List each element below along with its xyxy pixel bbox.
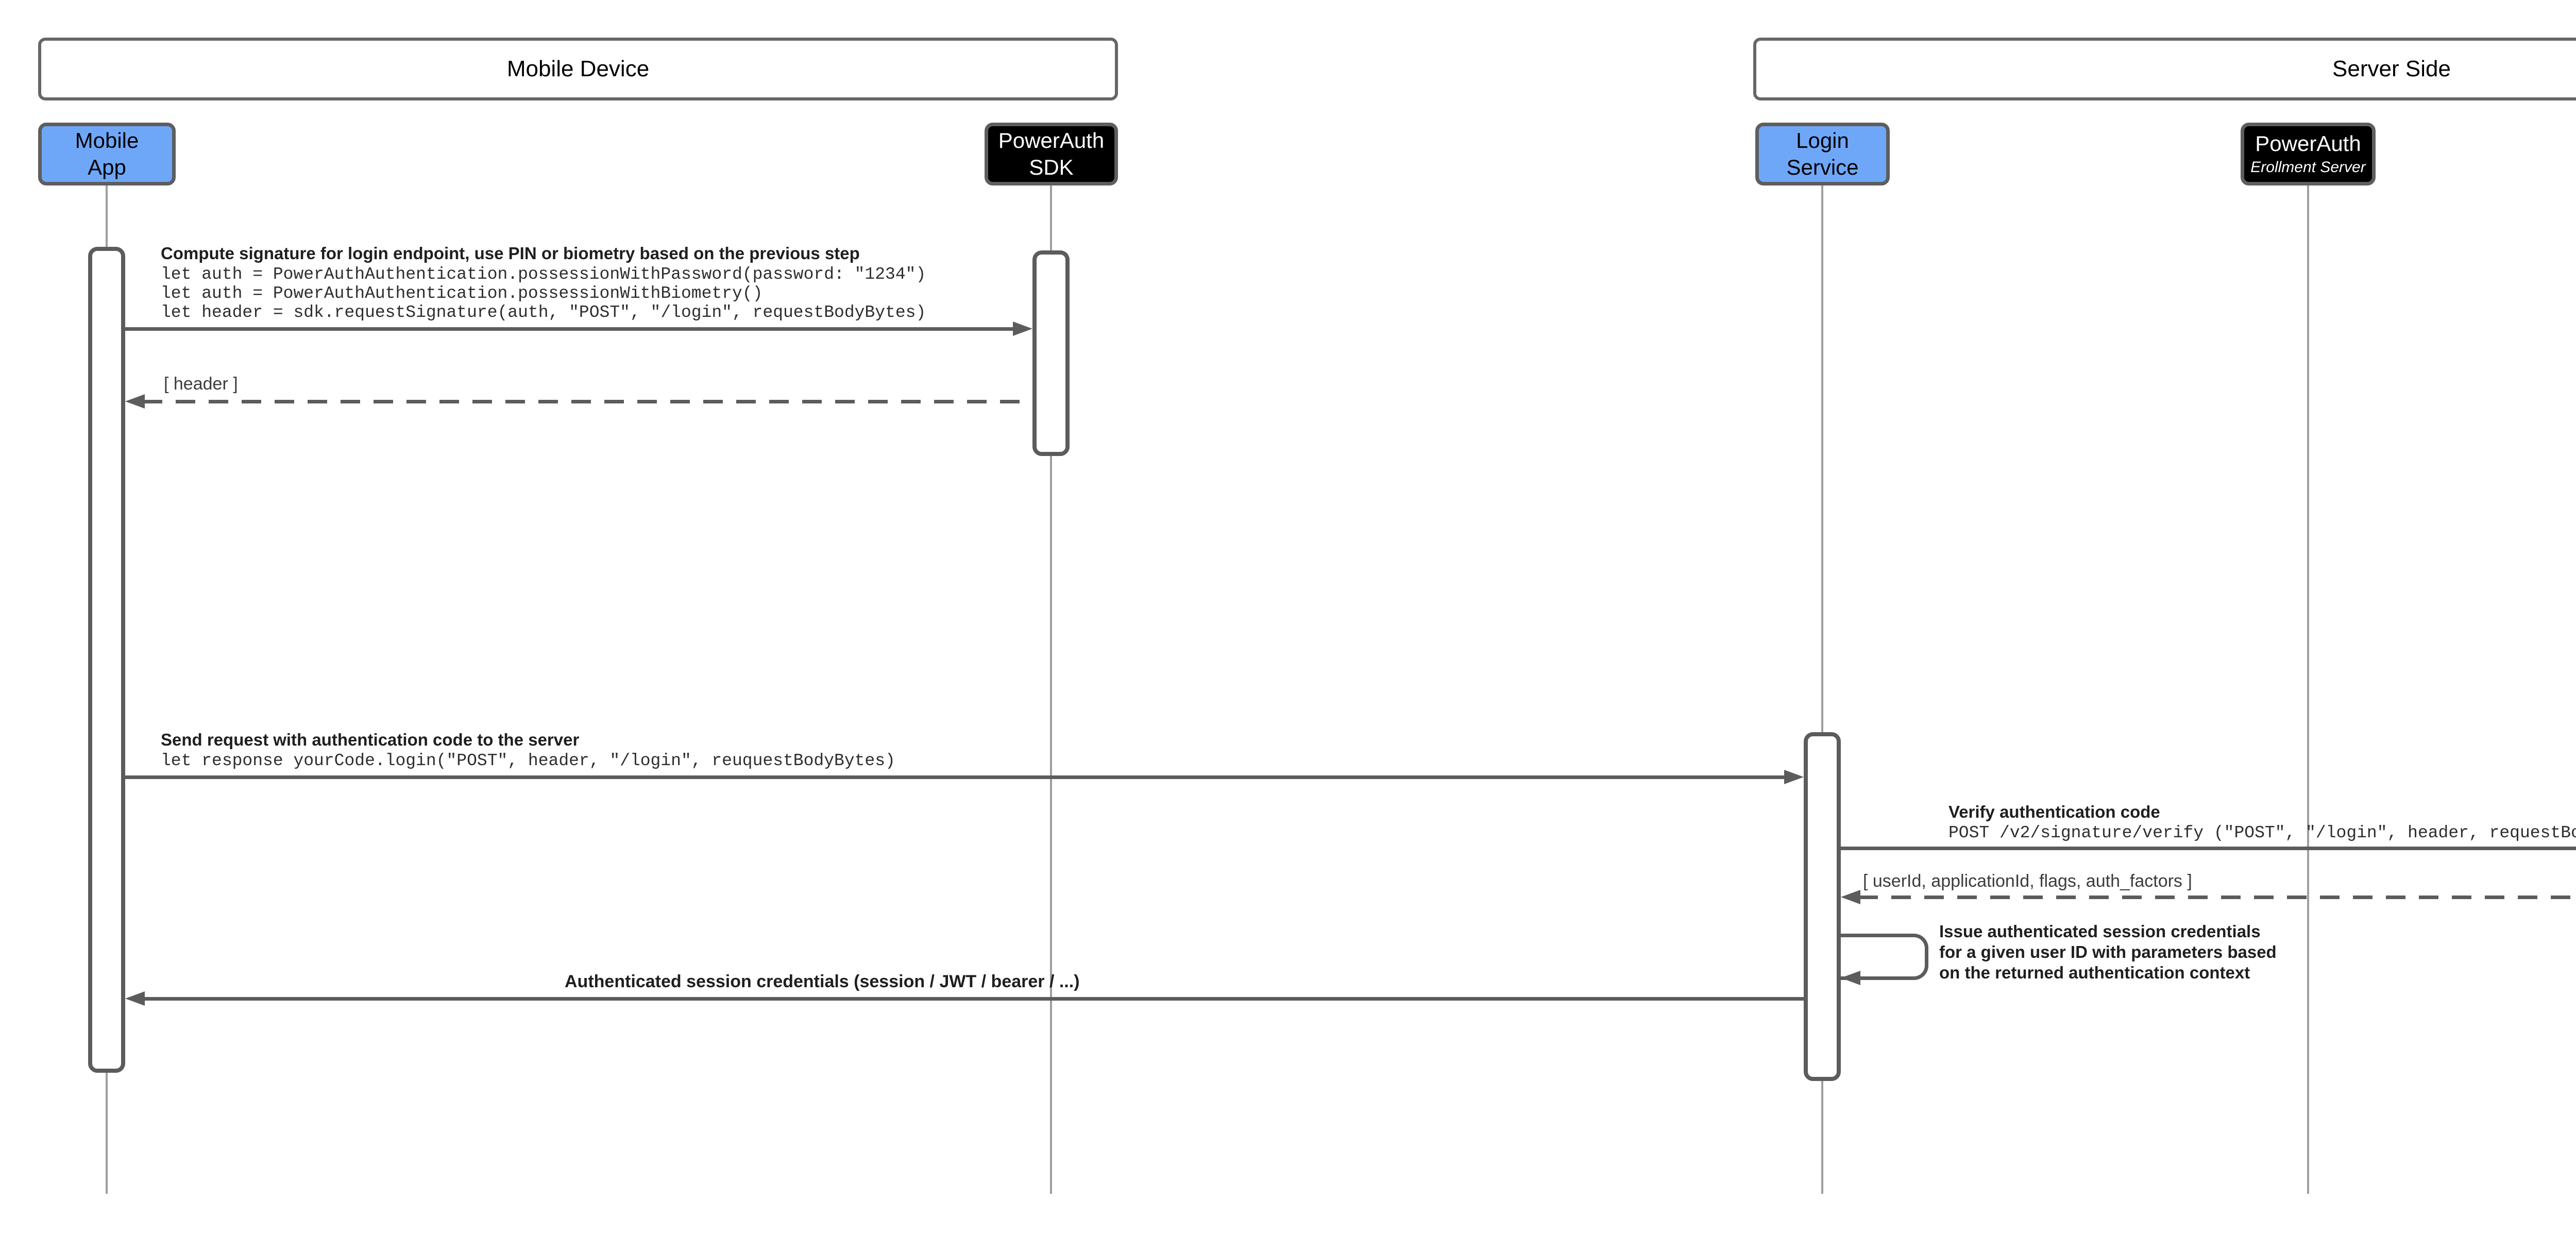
message-send-request-code-1: let response yourCode.login("POST", head… (161, 751, 895, 770)
lifeline-login-service (1821, 185, 1823, 1194)
lifeline-enrollment-server (2307, 185, 2309, 1194)
actor-powerauth-sdk: PowerAuth SDK (985, 123, 1118, 185)
arrowhead-left-icon (1841, 971, 1860, 985)
message-issue-credentials-line-2: for a given user ID with parameters base… (1939, 942, 2277, 961)
arrowhead-left-icon (125, 991, 145, 1006)
message-verify-return-label: [ userId, applicationId, flags, auth_fac… (1863, 871, 2192, 891)
message-compute-signature-code-3: let header = sdk.requestSignature(auth, … (161, 303, 926, 322)
arrowhead-left-icon (1841, 890, 1860, 904)
actor-mobile-app: Mobile App (38, 123, 176, 185)
message-verify-code-line (1841, 847, 2576, 850)
message-verify-code-title: Verify authentication code (1948, 802, 2160, 821)
message-issue-credentials-line-1: Issue authenticated session credentials (1939, 922, 2261, 941)
lifeline-powerauth-sdk (1050, 185, 1052, 1194)
message-send-request-title: Send request with authentication code to… (161, 730, 580, 749)
frame-mobile-device: Mobile Device (38, 38, 1118, 100)
arrowhead-right-icon (1013, 322, 1032, 336)
message-send-request-label: Send request with authentication code to… (161, 729, 895, 770)
message-issue-credentials-line-3: on the returned authentication context (1939, 963, 2250, 982)
actor-powerauth-sdk-label-1: PowerAuth (998, 128, 1105, 153)
activation-login-service (1804, 732, 1841, 1081)
message-compute-signature-code-1: let auth = PowerAuthAuthentication.posse… (161, 265, 926, 284)
actor-login-service: Login Service (1755, 123, 1890, 185)
actor-login-service-label-1: Login (1796, 128, 1849, 153)
actor-powerauth-sdk-label-2: SDK (1029, 155, 1074, 179)
message-verify-code-label: Verify authentication code POST /v2/sign… (1948, 801, 2576, 842)
activation-mobile-app (88, 247, 125, 1073)
message-issue-credentials-loop (1841, 934, 1928, 980)
message-header-return-label: [ header ] (164, 374, 238, 394)
message-session-return-label: Authenticated session credentials (sessi… (565, 972, 1080, 991)
actor-enrollment-server-title: PowerAuth (2255, 131, 2361, 156)
arrowhead-left-icon (125, 394, 145, 409)
actor-enrollment-server-subtitle: Erollment Server (2250, 159, 2366, 176)
frame-server-side: Server Side (1753, 38, 2576, 100)
message-compute-signature-title: Compute signature for login endpoint, us… (161, 244, 860, 263)
message-session-return-line (143, 997, 1804, 1001)
message-compute-signature-label: Compute signature for login endpoint, us… (161, 242, 926, 322)
message-compute-signature-code-2: let auth = PowerAuthAuthentication.posse… (161, 284, 763, 303)
actor-mobile-app-label-2: App (88, 155, 126, 179)
frame-server-side-title: Server Side (2332, 56, 2451, 81)
message-compute-signature-line (125, 327, 1014, 331)
actor-login-service-label-2: Service (1786, 155, 1859, 179)
actor-mobile-app-label-1: Mobile (75, 128, 139, 153)
arrowhead-right-icon (1784, 770, 1804, 784)
frame-mobile-device-title: Mobile Device (506, 56, 650, 81)
message-verify-return-line (1858, 896, 2576, 899)
message-verify-code-code-1: POST /v2/signature/verify ("POST", "/log… (1948, 823, 2576, 842)
message-header-return-line (143, 400, 1032, 403)
message-send-request-line (125, 775, 1785, 779)
activation-powerauth-sdk (1032, 250, 1070, 456)
message-issue-credentials-label: Issue authenticated session credentials … (1939, 921, 2277, 983)
actor-enrollment-server: PowerAuth Erollment Server (2241, 123, 2376, 185)
